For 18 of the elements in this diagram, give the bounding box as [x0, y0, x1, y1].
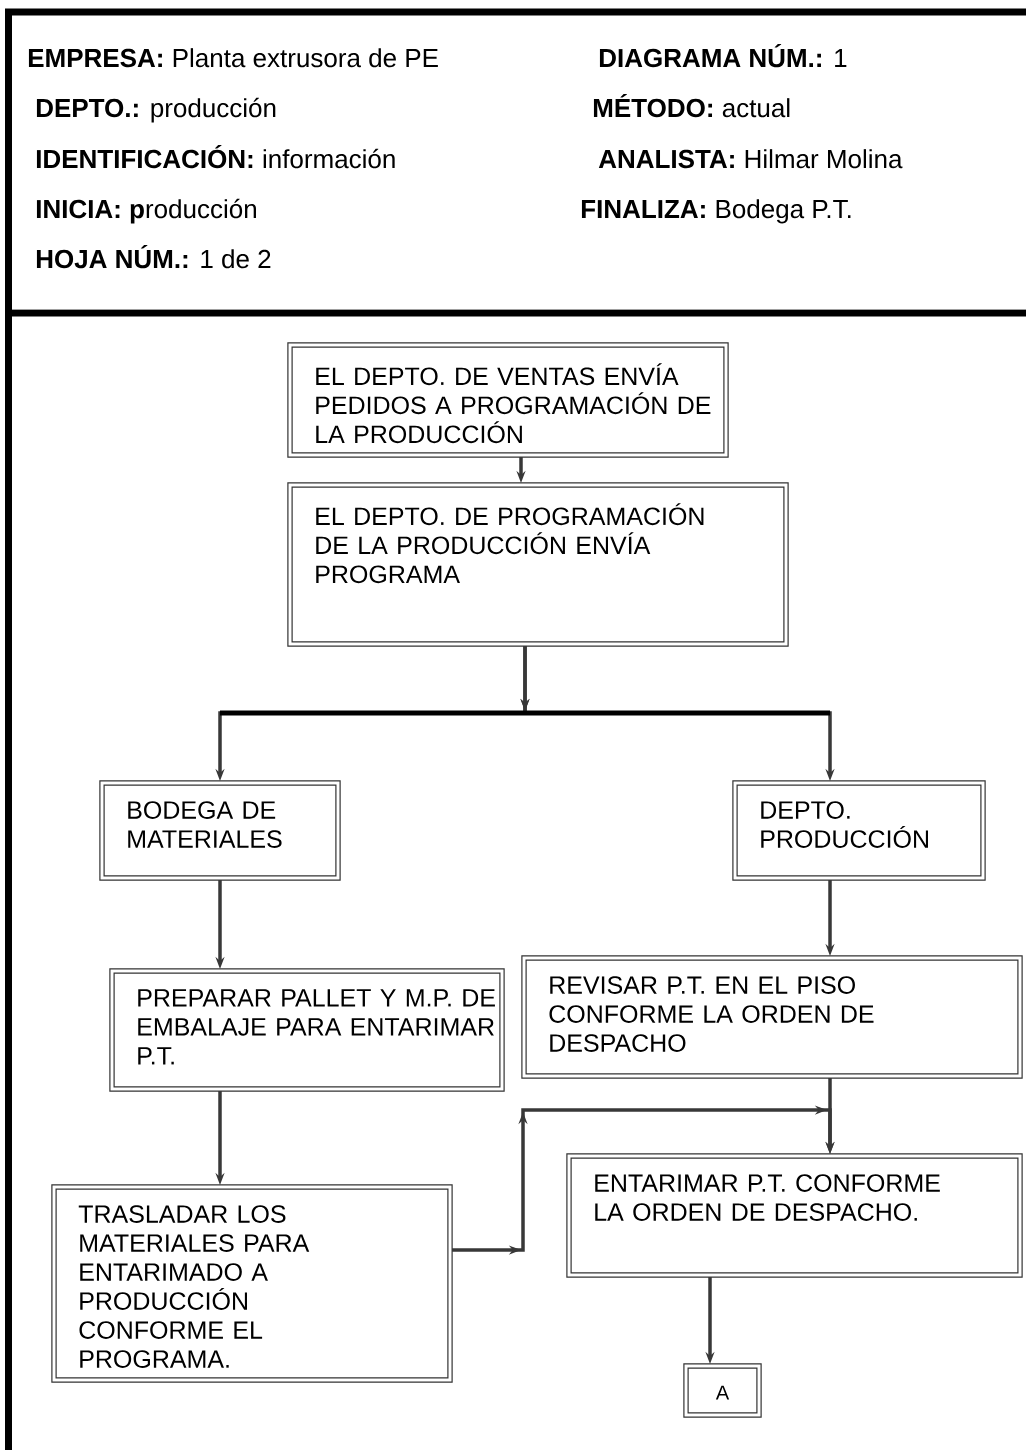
process-box: TRASLADAR LOS MATERIALES PARA ENTARIMADO A PRODUCCIÓN CONFORME EL PROGRAMA. [51, 1184, 453, 1383]
process-box: A [683, 1363, 762, 1418]
process-box: ENTARIMAR P.T. CONFORME LA ORDEN DE DESPACHO. [566, 1153, 1023, 1278]
process-box: DEPTO. PRODUCCIÓN [732, 780, 986, 881]
header-field: ANALISTA: Hilmar Molina [598, 149, 903, 169]
process-box: EL DEPTO. DE VENTAS ENVÍA PEDIDOS A PROGRAMACIÓN DE LA PRODUCCIÓN [287, 342, 729, 458]
header-field: HOJA NÚM.: 1 de 2 [36, 244, 271, 269]
process-box: EL DEPTO. DE PROGRAMACIÓN DE LA PRODUCCIÓN ENVÍA PROGRAMA [287, 482, 789, 647]
header-field: DIAGRAMA NÚM.: 1 [599, 43, 847, 68]
header-field: DEPTO.: producción [36, 97, 276, 123]
process-box: REVISAR P.T. EN EL PISO CONFORME LA ORDEN DE DESPACHO [521, 955, 1023, 1079]
header-field: INICIA: producción [36, 198, 256, 224]
process-box: BODEGA DE MATERIALES [99, 780, 341, 881]
header-field: FINALIZA: Bodega P.T. [581, 199, 851, 224]
header-field: IDENTIFICACIÓN: información [36, 144, 395, 169]
header-field: EMPRESA: Planta extrusora de PE [28, 48, 438, 68]
header-field: MÉTODO: actual [593, 93, 790, 118]
process-box: PREPARAR PALLET Y M.P. DE EMBALAJE PARA ENTARIMAR P.T. [109, 968, 505, 1092]
